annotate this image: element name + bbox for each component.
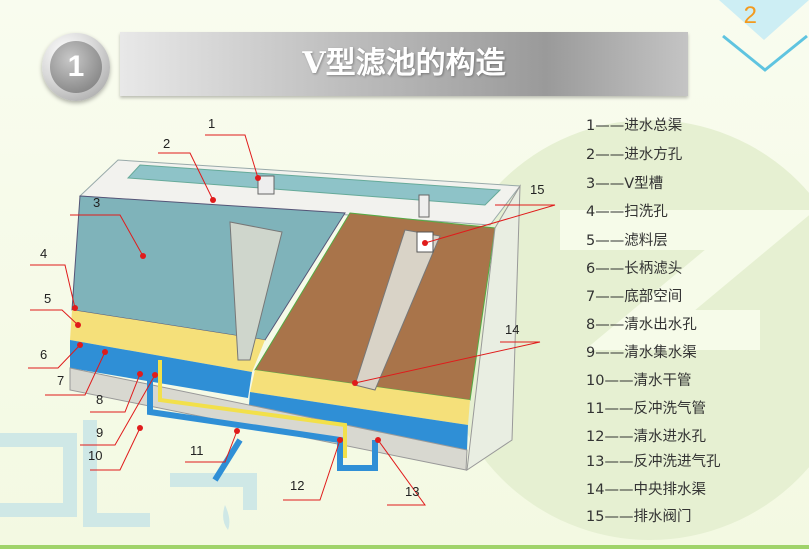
callout-10: 10: [88, 448, 103, 463]
callout-3: 3: [93, 195, 101, 210]
callout-15: 15: [530, 182, 545, 197]
page-number: 2: [743, 2, 757, 29]
backwash-air-pipe: [158, 360, 347, 458]
legend-item: 2——进水方孔: [586, 147, 683, 163]
callout-7: 7: [57, 373, 65, 388]
callout-11: 11: [190, 443, 204, 458]
legend-item: 3——V型槽: [586, 176, 664, 192]
bg-faucet-decoration: [0, 420, 257, 527]
legend-item: 12——清水进水孔: [586, 429, 706, 445]
callout-5: 5: [44, 291, 52, 306]
legend-item: 14——中央排水渠: [586, 482, 706, 498]
clear-water-main-pipe: [147, 360, 378, 471]
callout-8: 8: [96, 392, 104, 407]
callout-9: 9: [96, 425, 104, 440]
legend-item: 1——进水总渠: [586, 118, 683, 134]
legend-item: 15——排水阀门: [586, 509, 692, 525]
valve-stem: [418, 194, 430, 218]
legend-item: 4——扫洗孔: [586, 204, 668, 220]
inlet-gate-stem: [257, 175, 275, 195]
legend-item: 11——反冲洗气管: [586, 401, 706, 417]
legend-item: 13——反冲洗进气孔: [586, 454, 721, 470]
legend-item: 9——清水集水渠: [586, 345, 697, 361]
v-trough: [229, 221, 283, 361]
page-corner-ornament: [719, 0, 809, 72]
legend-item: 8——清水出水孔: [586, 317, 697, 333]
right-wall: [466, 184, 521, 472]
callout-2: 2: [163, 136, 171, 151]
legend-item: 7——底部空间: [586, 289, 683, 305]
legend-item: 6——长柄滤头: [586, 261, 683, 277]
pipe-branch: [212, 438, 243, 482]
bg-z-decoration: [560, 210, 809, 350]
callout-1: 1: [208, 116, 216, 131]
callout-leaders: [28, 134, 556, 506]
title-badge: 1: [42, 33, 110, 101]
inlet-channel: [126, 164, 502, 206]
callout-14: 14: [505, 322, 520, 337]
title-badge-number: 1: [50, 41, 102, 93]
callout-12: 12: [290, 478, 305, 493]
callout-4: 4: [40, 246, 48, 261]
callout-13: 13: [405, 484, 420, 499]
page-title: V型滤池的构造: [302, 46, 506, 81]
right-filter-media: [250, 370, 470, 425]
title-bar: V型滤池的构造: [120, 32, 688, 96]
bottom-accent-bar: [0, 545, 809, 549]
legend-item: 5——滤料层: [586, 233, 668, 249]
bg-drop-decoration: [223, 505, 230, 530]
callout-dots: [72, 175, 428, 443]
callout-6: 6: [40, 347, 48, 362]
left-filter-media: [70, 310, 265, 372]
right-underdrain: [248, 392, 468, 450]
legend-item: 10——清水干管: [586, 373, 692, 389]
